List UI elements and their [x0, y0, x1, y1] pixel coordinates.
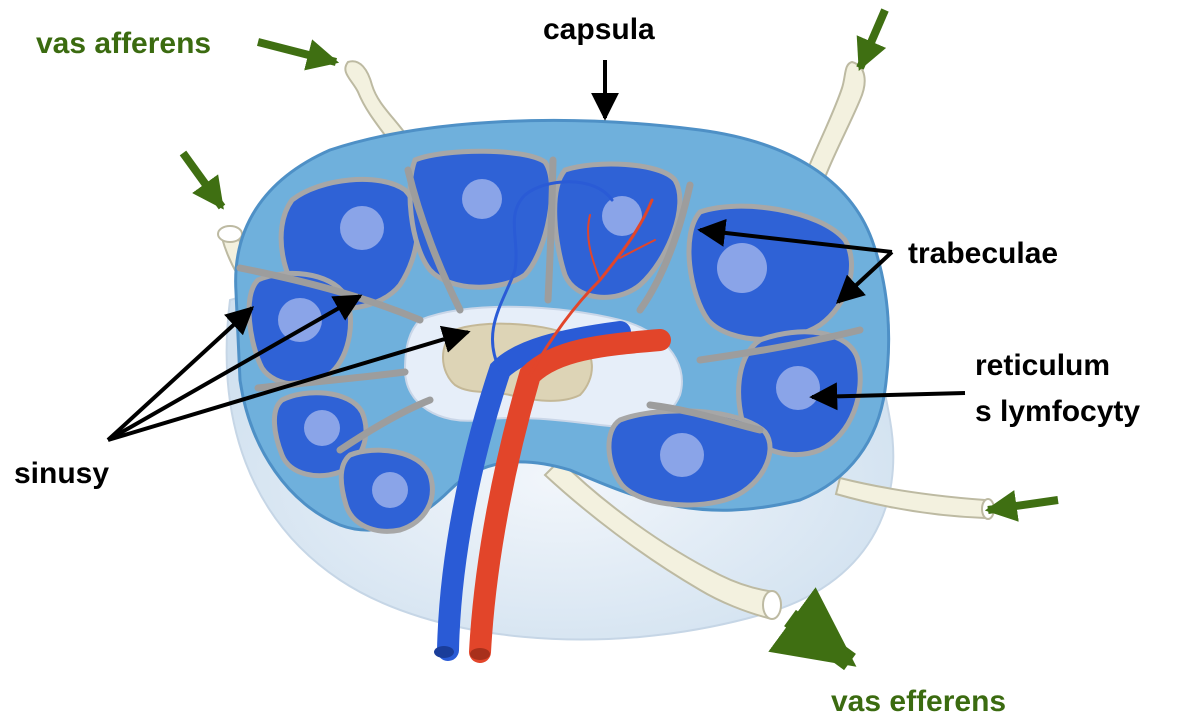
- reticulum-label-line1: reticulum: [975, 348, 1110, 384]
- vas-efferens-label: vas efferens: [831, 684, 1006, 720]
- sinusy-label: sinusy: [14, 456, 109, 492]
- afferent-arrow-left: [183, 153, 222, 207]
- capsula-label: capsula: [543, 12, 655, 48]
- reticulum-label-line2: s lymfocyty: [975, 394, 1140, 430]
- follicle-2: [410, 151, 552, 287]
- vein-lumen: [434, 646, 454, 658]
- follicle-4: [689, 206, 852, 339]
- artery-lumen: [470, 648, 490, 660]
- afferent-arrow-top-left: [258, 42, 336, 62]
- trabeculae-label: trabeculae: [908, 236, 1058, 272]
- afferent-arrow-right: [988, 500, 1058, 510]
- vas-afferens-label: vas afferens: [36, 26, 211, 62]
- follicle-9: [341, 450, 432, 531]
- efferent-arrow: [790, 618, 850, 662]
- afferent-arrow-top-right: [860, 10, 885, 68]
